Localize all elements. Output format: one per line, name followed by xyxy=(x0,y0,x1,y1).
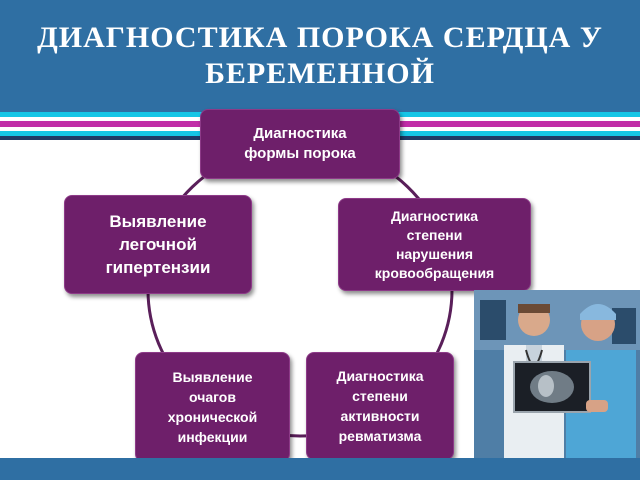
node-form-diagnosis: Диагностика формы порока xyxy=(200,109,400,179)
doctors-with-xray-photo xyxy=(474,290,640,458)
node-rheumatism-label: Диагностика степени активности ревматизм… xyxy=(336,368,424,444)
node-circulation-label: Диагностика степени нарушения кровообращ… xyxy=(374,207,495,281)
node-hypertension-label: Выявление легочной гипертензии xyxy=(105,212,211,277)
node-infection-label: Выявление очагов хронической инфекции xyxy=(167,369,258,445)
node-circulation-diagnosis: Диагностика степени нарушения кровообращ… xyxy=(338,198,531,291)
node-infection-detection: Выявление очагов хронической инфекции xyxy=(135,352,290,462)
slide-title: ДИАГНОСТИКА ПОРОКА СЕРДЦА У БЕРЕМЕННОЙ xyxy=(37,21,603,90)
photo-illustration xyxy=(474,290,640,458)
node-form-label: Диагностика формы порока xyxy=(244,125,356,162)
node-rheumatism-diagnosis: Диагностика степени активности ревматизм… xyxy=(306,352,454,460)
node-hypertension-detection: Выявление легочной гипертензии xyxy=(64,195,252,294)
header-band: ДИАГНОСТИКА ПОРОКА СЕРДЦА У БЕРЕМЕННОЙ xyxy=(0,0,640,112)
footer-band xyxy=(0,458,640,480)
